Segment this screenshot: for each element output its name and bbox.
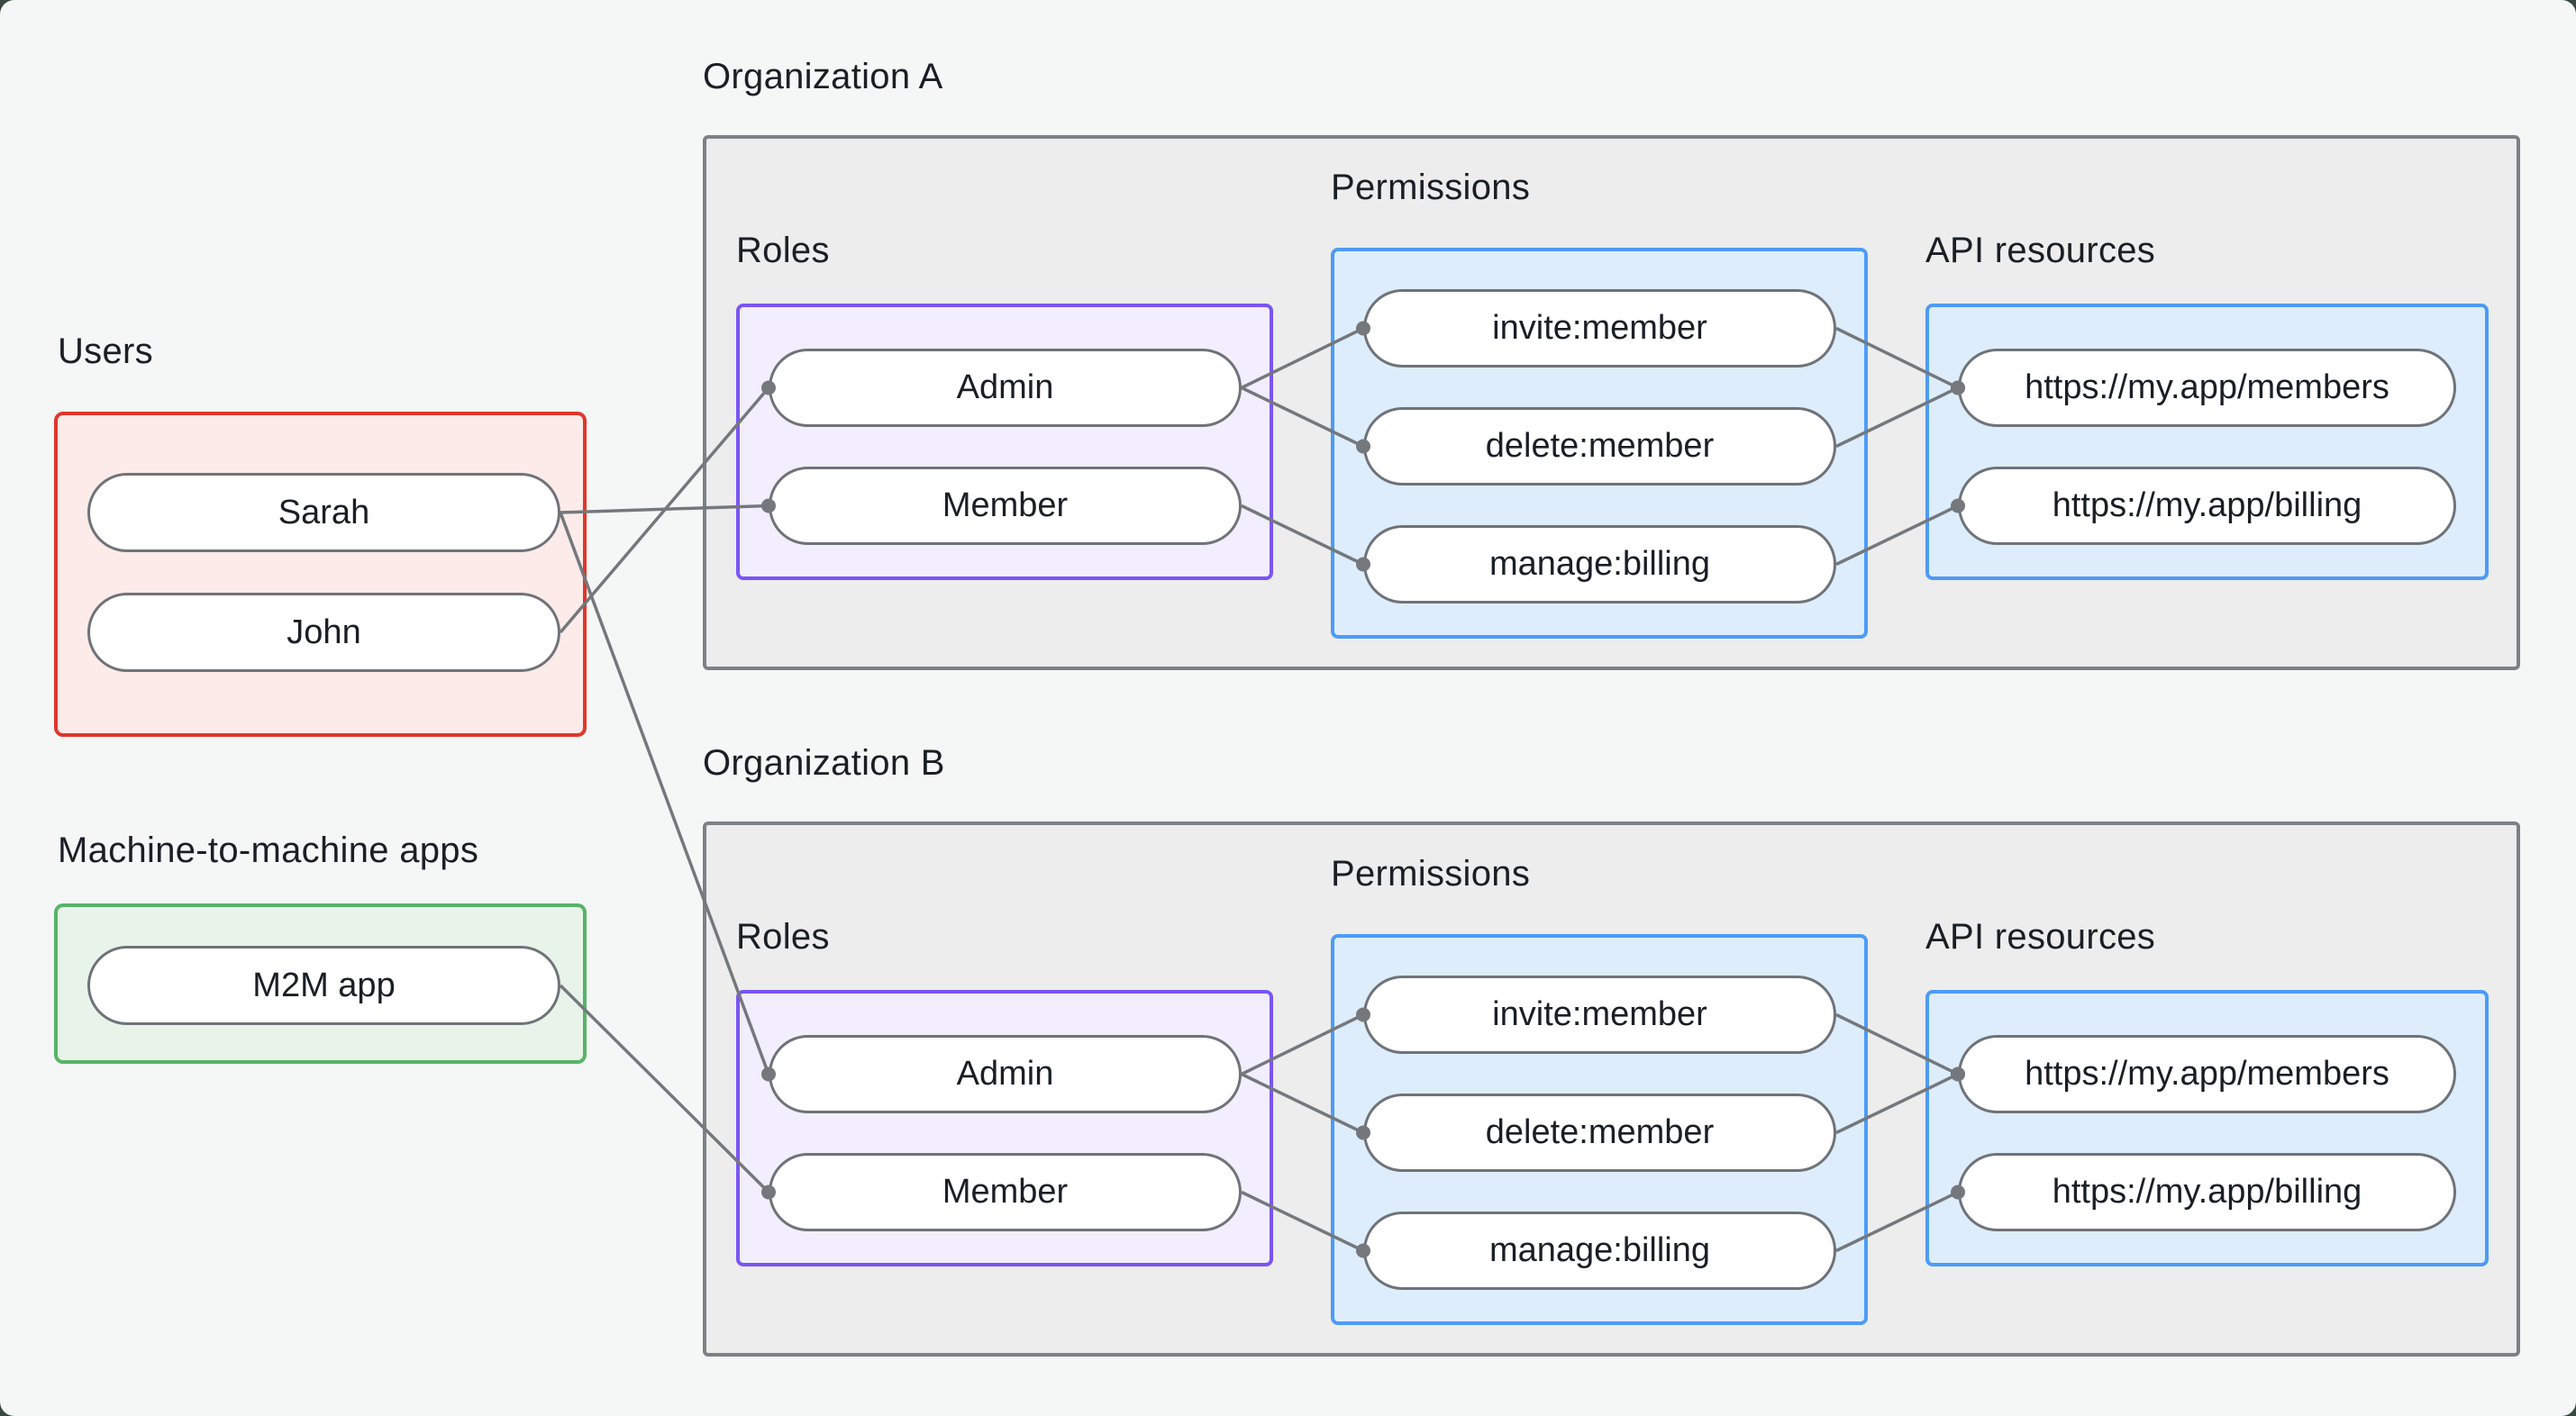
node-org-b-manage-billing: manage:billing (1363, 1212, 1836, 1290)
node-user-sarah: Sarah (87, 473, 560, 552)
node-org-a-delete-member: delete:member (1363, 407, 1836, 486)
users-group-label: Users (58, 331, 153, 371)
node-m2m-app: M2M app (87, 946, 560, 1025)
node-org-a-billing-api: https://my.app/billing (1958, 467, 2456, 545)
node-org-a-invite-member: invite:member (1363, 289, 1836, 368)
node-org-b-members-api: https://my.app/members (1958, 1035, 2456, 1113)
org-a-roles-label: Roles (736, 231, 830, 270)
node-user-john: John (87, 593, 560, 672)
node-org-b-member: Member (769, 1153, 1242, 1231)
node-org-b-admin: Admin (769, 1035, 1242, 1113)
org-a-api-resources-label: API resources (1925, 231, 2156, 270)
node-org-a-manage-billing: manage:billing (1363, 525, 1836, 604)
m2m-group-label: Machine-to-machine apps (58, 831, 479, 870)
users-group-box (54, 412, 587, 737)
node-org-a-member: Member (769, 467, 1242, 545)
org-a-label: Organization A (703, 57, 943, 96)
org-a-permissions-label: Permissions (1331, 168, 1531, 207)
org-b-label: Organization B (703, 743, 945, 783)
node-org-b-billing-api: https://my.app/billing (1958, 1153, 2456, 1231)
org-b-roles-label: Roles (736, 917, 830, 957)
node-org-b-invite-member: invite:member (1363, 976, 1836, 1054)
node-org-b-delete-member: delete:member (1363, 1094, 1836, 1172)
org-b-permissions-label: Permissions (1331, 854, 1531, 894)
node-org-a-members-api: https://my.app/members (1958, 349, 2456, 427)
node-org-a-admin: Admin (769, 349, 1242, 427)
org-b-api-resources-label: API resources (1925, 917, 2156, 957)
